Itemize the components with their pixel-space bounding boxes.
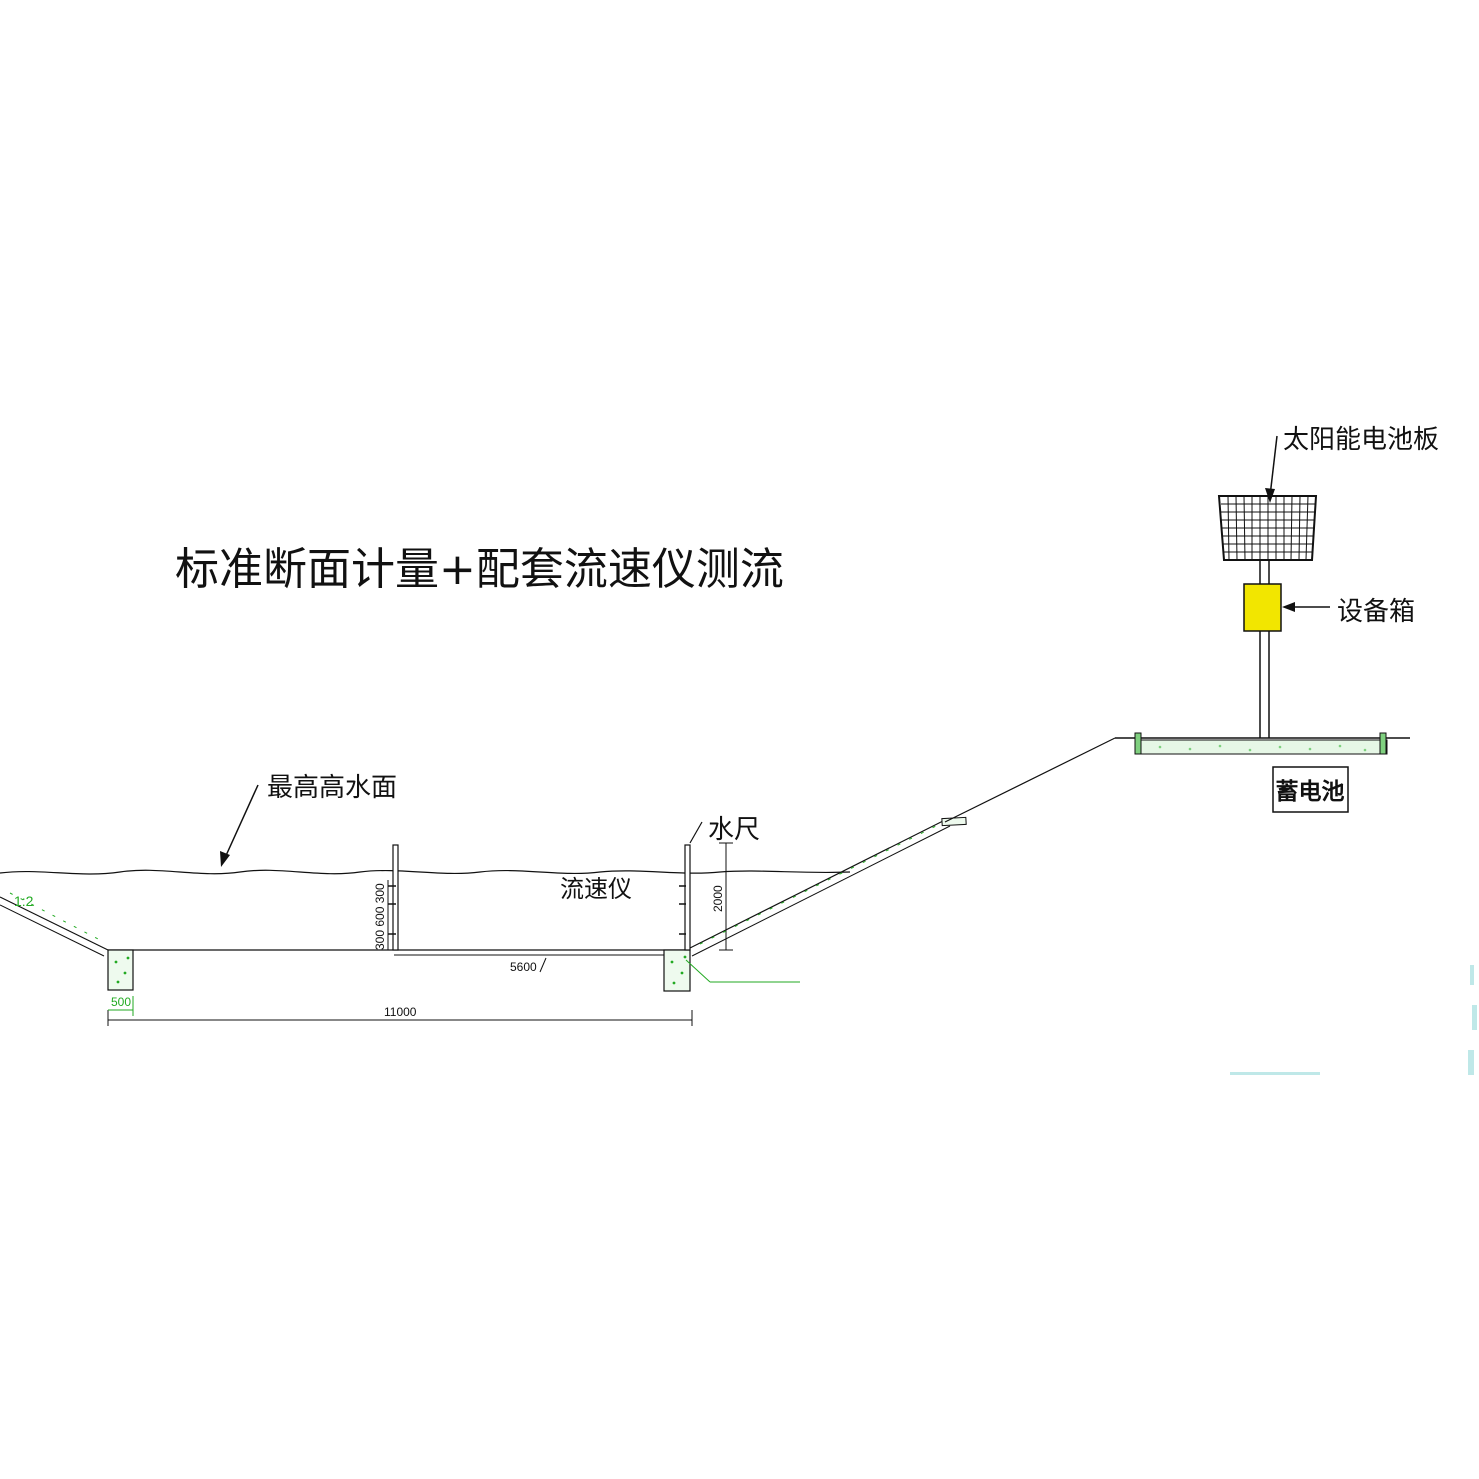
velocity-meter-label: 流速仪: [560, 875, 632, 903]
pole-foundation: [1115, 732, 1410, 755]
right-footing: [663, 949, 800, 992]
staff-gauge: [679, 844, 691, 951]
solar-panel-leader: [1265, 435, 1278, 503]
high-water-surface: [0, 869, 851, 875]
half-width-dim: 5600: [510, 960, 537, 974]
right-bank-slope: [689, 737, 1116, 957]
diagram-title: 标准断面计量+配套流速仪测流: [175, 544, 784, 595]
sensor-spacing-dim: 300 600 300: [373, 883, 387, 950]
total-width-dim-line: [107, 1010, 693, 1026]
equipment-box: [1243, 583, 1282, 632]
max-water-level-leader: [220, 784, 259, 867]
max-water-level-label: 最高高水面: [267, 773, 397, 803]
left-bank-slope: 1:2: [0, 892, 109, 957]
left-footing: [107, 949, 134, 991]
solar-panel-label: 太阳能电池板: [1283, 425, 1439, 455]
equipment-box-arrow: [1282, 602, 1330, 612]
velocity-meter-pole: [387, 844, 399, 951]
equipment-box-label: 设备箱: [1337, 597, 1415, 627]
battery-box: [1272, 766, 1349, 813]
total-width-dim: 11000: [384, 1005, 417, 1019]
footing-width-dim-line: [108, 996, 134, 1016]
half-width-tick: [539, 957, 547, 973]
edge-marks: [1230, 965, 1477, 1075]
footing-width-dim: 500: [111, 995, 131, 1009]
gauge-height-dim: 2000: [711, 885, 725, 912]
staff-gauge-leader: [689, 821, 703, 844]
gauge-height-dim-line: [719, 842, 733, 951]
svg-text:1:2: 1:2: [14, 893, 34, 909]
battery-label: 蓄电池: [1276, 779, 1345, 805]
staff-gauge-label: 水尺: [708, 815, 760, 845]
solar-panel: [1217, 495, 1318, 561]
